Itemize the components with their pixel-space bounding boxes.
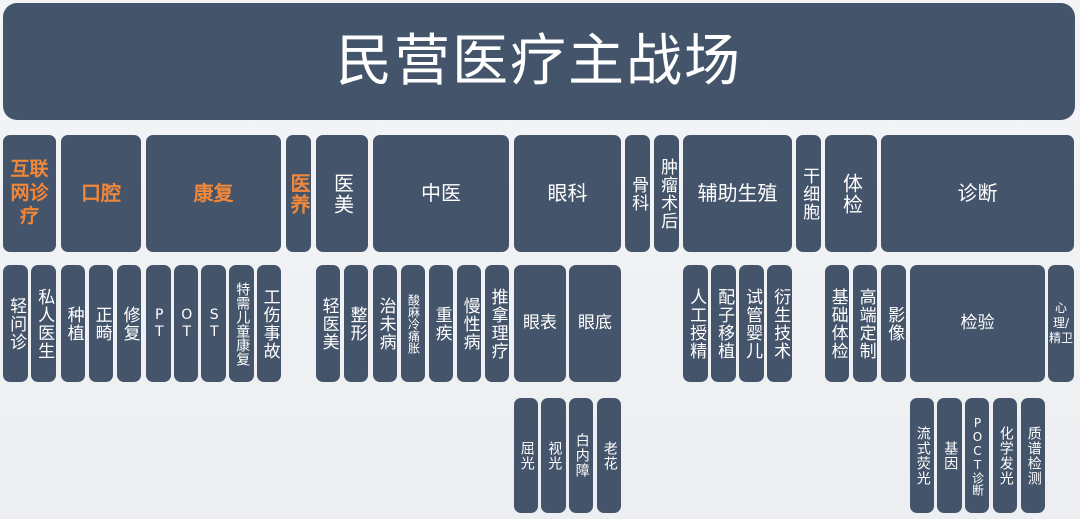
category-diagnosis: 诊断	[881, 135, 1074, 252]
sub-basic-checkup: 基础体检	[825, 265, 849, 382]
detail-poct-diagnosis: POCT诊断	[965, 398, 989, 513]
sub-premium-custom-checkup-label: 高端定制	[855, 287, 876, 360]
sub-psychology: 心理/精卫	[1048, 265, 1074, 382]
sub-special-needs-children-rehab: 特需儿童康复	[229, 265, 254, 382]
detail-gene-label: 基因	[942, 440, 959, 471]
detail-refraction-label: 屈光	[518, 440, 535, 471]
detail-optometry: 视光	[541, 398, 566, 513]
detail-refraction: 屈光	[514, 398, 538, 513]
detail-optometry-label: 视光	[546, 440, 563, 471]
sub-light-consultation-label: 轻问诊	[6, 296, 27, 351]
sub-special-needs-children-rehab-label: 特需儿童康复	[234, 281, 251, 366]
category-internet-diagnosis: 互联网诊疗	[3, 135, 56, 252]
category-medical-elderly-care-label: 医养	[287, 172, 311, 215]
sub-st: ST	[201, 265, 226, 382]
category-tcm: 中医	[373, 135, 509, 252]
sub-chronic-disease: 慢性病	[457, 265, 481, 382]
category-physical-checkup: 体检	[825, 135, 877, 252]
detail-chemiluminescence-label: 化学发光	[997, 425, 1014, 486]
sub-orthodontics-label: 正畸	[91, 305, 112, 342]
sub-dental-repair: 修复	[117, 265, 141, 382]
detail-flow-fluorescence-label: 流式荧光	[914, 425, 931, 486]
sub-ivf: 试管婴儿	[739, 265, 764, 382]
sub-private-doctor: 私人医生	[31, 265, 56, 382]
detail-mass-spectrometry: 质谱检测	[1021, 398, 1045, 513]
category-ophthalmology: 眼科	[514, 135, 621, 252]
sub-dental-implant: 种植	[61, 265, 85, 382]
sub-fundus: 眼底	[569, 265, 621, 382]
detail-presbyopia: 老花	[597, 398, 621, 513]
sub-eye-surface: 眼表	[514, 265, 566, 382]
page-title: 民营医疗主战场	[3, 3, 1075, 120]
sub-artificial-insemination-label: 人工授精	[686, 287, 707, 360]
category-physical-checkup-label: 体检	[839, 172, 864, 215]
sub-pain-symptoms-label: 酸麻冷痛胀	[406, 293, 421, 354]
sub-pain-symptoms: 酸麻冷痛胀	[401, 265, 425, 382]
detail-mass-spectrometry-label: 质谱检测	[1025, 425, 1042, 486]
sub-preventive-treatment-label: 治未病	[375, 296, 396, 351]
sub-private-doctor-label: 私人医生	[34, 287, 55, 360]
sub-premium-custom-checkup: 高端定制	[853, 265, 877, 382]
sub-pt: PT	[146, 265, 171, 382]
sub-plastic-surgery-label: 整形	[346, 305, 367, 342]
category-medical-aesthetics-label: 医美	[330, 172, 355, 215]
category-stem-cell: 干细胞	[796, 135, 821, 252]
category-oral: 口腔	[61, 135, 141, 252]
sub-serious-disease-label: 重疾	[431, 305, 452, 342]
category-medical-elderly-care: 医养	[286, 135, 311, 252]
category-orthopedics: 骨科	[625, 135, 650, 252]
sub-basic-checkup-label: 基础体检	[827, 287, 848, 360]
category-post-tumor-surgery: 肿瘤术后	[654, 135, 679, 252]
sub-ivf-label: 试管婴儿	[742, 287, 763, 360]
category-orthopedics-label: 骨科	[628, 175, 649, 212]
sub-imaging-label: 影像	[884, 305, 905, 342]
sub-dental-implant-label: 种植	[63, 305, 84, 342]
sub-gamete-transfer: 配子移植	[711, 265, 736, 382]
category-medical-aesthetics: 医美	[316, 135, 368, 252]
category-stem-cell-label: 干细胞	[799, 166, 820, 221]
sub-gamete-transfer-label: 配子移植	[714, 287, 735, 360]
category-assisted-reproduction: 辅助生殖	[683, 135, 792, 252]
sub-massage-therapy-label: 推拿理疗	[487, 287, 508, 360]
sub-dental-repair-label: 修复	[119, 305, 140, 342]
detail-flow-fluorescence: 流式荧光	[910, 398, 934, 513]
sub-ot-label: OT	[178, 306, 195, 341]
detail-gene: 基因	[937, 398, 962, 513]
detail-chemiluminescence: 化学发光	[993, 398, 1017, 513]
sub-derived-technology: 衍生技术	[767, 265, 792, 382]
sub-pt-label: PT	[151, 306, 168, 341]
sub-derived-technology-label: 衍生技术	[770, 287, 791, 360]
sub-imaging: 影像	[881, 265, 906, 382]
detail-cataract-label: 白内障	[573, 433, 590, 478]
sub-massage-therapy: 推拿理疗	[485, 265, 509, 382]
sub-serious-disease: 重疾	[429, 265, 453, 382]
sub-st-label: ST	[206, 306, 223, 341]
sub-plastic-surgery: 整形	[344, 265, 368, 382]
sub-work-injury-label: 工伤事故	[259, 287, 280, 360]
sub-artificial-insemination: 人工授精	[683, 265, 708, 382]
sub-lab-testing: 检验	[910, 265, 1045, 382]
sub-light-aesthetics: 轻医美	[316, 265, 340, 382]
detail-cataract: 白内障	[569, 398, 593, 513]
sub-light-aesthetics-label: 轻医美	[318, 296, 339, 351]
sub-light-consultation: 轻问诊	[3, 265, 28, 382]
category-rehabilitation: 康复	[146, 135, 281, 252]
sub-orthodontics: 正畸	[89, 265, 113, 382]
sub-preventive-treatment: 治未病	[373, 265, 397, 382]
sub-chronic-disease-label: 慢性病	[459, 296, 480, 351]
sub-work-injury: 工伤事故	[257, 265, 281, 382]
sub-ot: OT	[174, 265, 198, 382]
category-post-tumor-surgery-label: 肿瘤术后	[657, 157, 678, 230]
detail-poct-diagnosis-label: POCT诊断	[970, 415, 985, 496]
detail-presbyopia-label: 老花	[601, 440, 618, 471]
sub-psychology-label: 心理/精卫	[1049, 301, 1074, 345]
category-internet-diagnosis-label: 互联网诊疗	[10, 157, 49, 228]
